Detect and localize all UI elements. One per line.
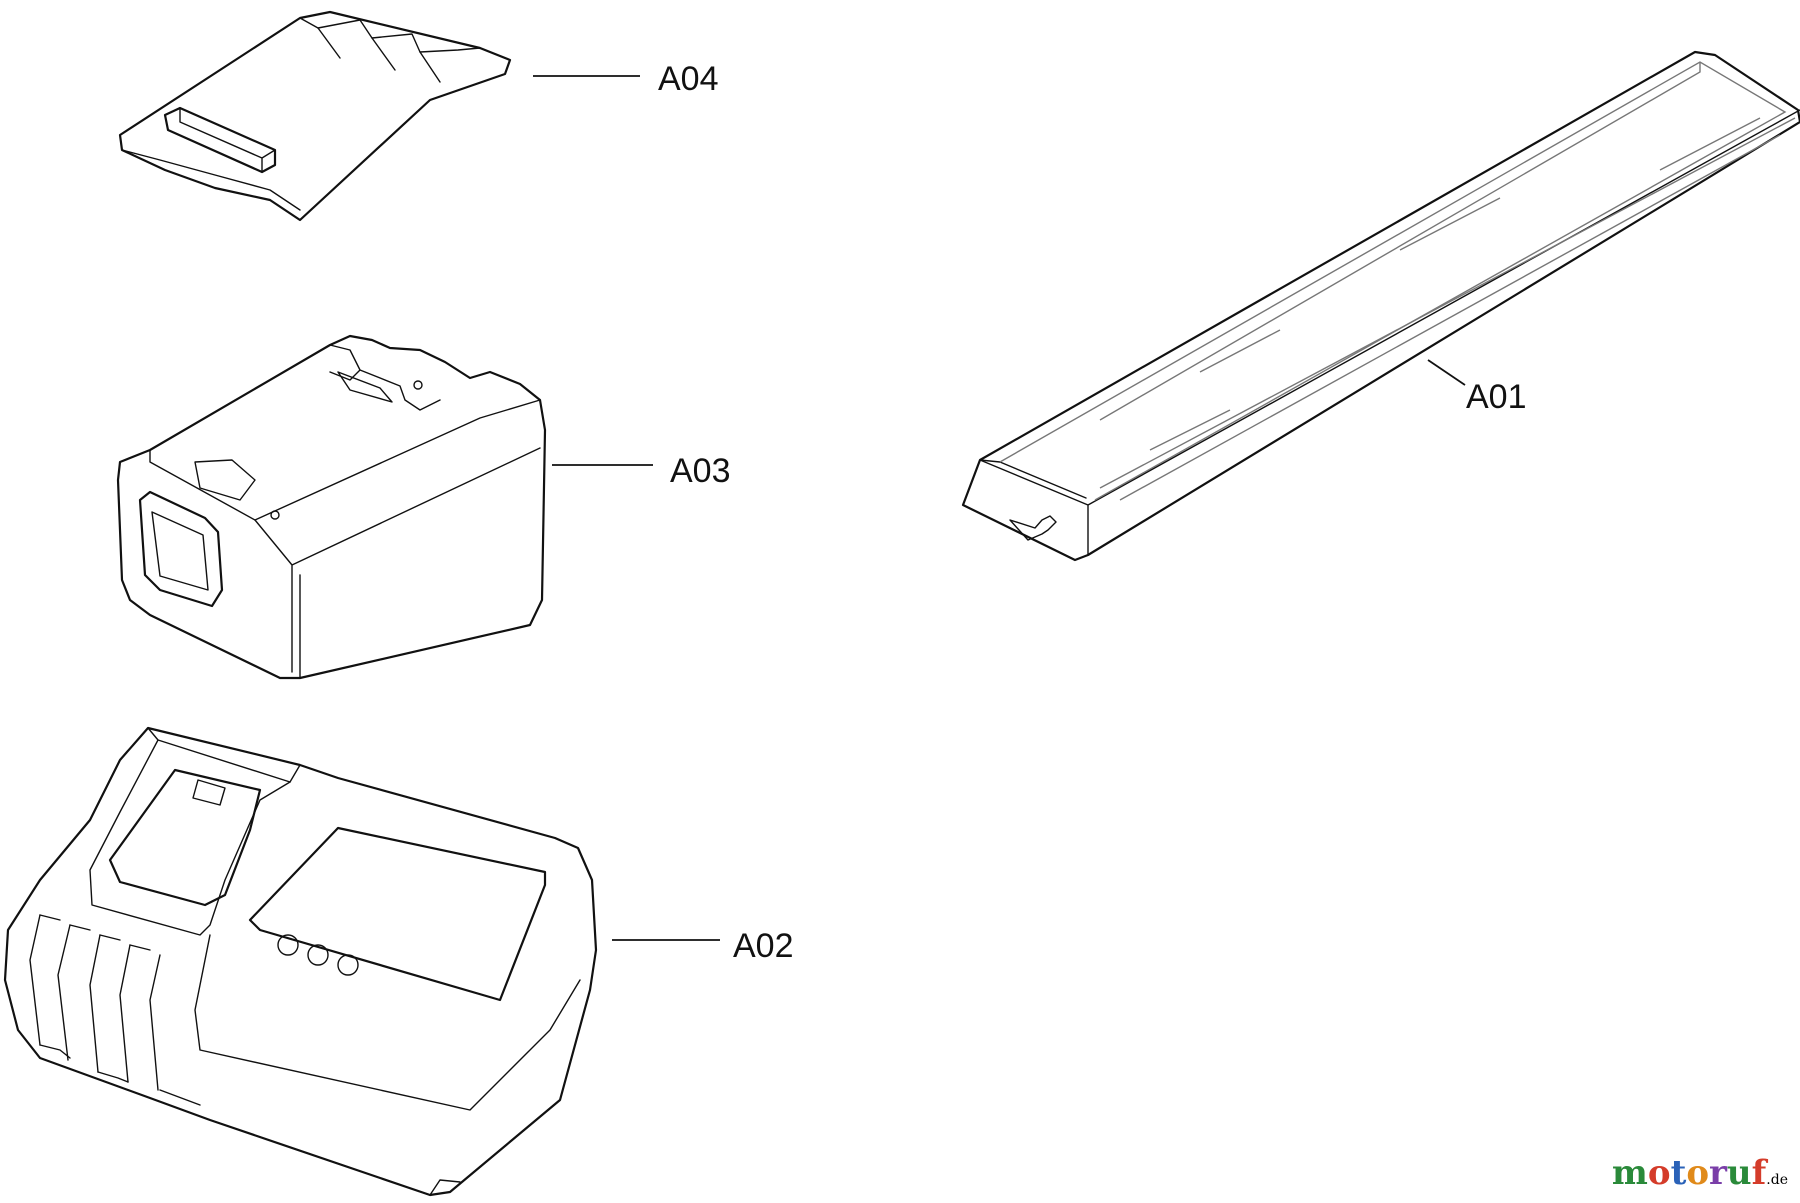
watermark-name: motoruf bbox=[1612, 1153, 1766, 1193]
watermark-letter: t bbox=[1670, 1153, 1687, 1193]
part-a01-rail bbox=[961, 50, 1800, 562]
leader-a01 bbox=[1427, 359, 1466, 386]
watermark-letter: o bbox=[1647, 1153, 1671, 1193]
watermark-letter: u bbox=[1726, 1153, 1752, 1193]
watermark-letter: r bbox=[1709, 1153, 1727, 1193]
callout-a01: A01 bbox=[1466, 378, 1527, 416]
watermark-letter: f bbox=[1751, 1153, 1767, 1193]
watermark-letter: o bbox=[1686, 1153, 1709, 1193]
part-a02-charger bbox=[3, 726, 598, 1197]
watermark-suffix: .de bbox=[1766, 1172, 1788, 1188]
watermark-logo: motoruf.de bbox=[1612, 1153, 1788, 1193]
callout-a02: A02 bbox=[733, 927, 794, 965]
callout-a04: A04 bbox=[658, 60, 719, 98]
part-a03-battery bbox=[116, 334, 547, 680]
watermark-letter: m bbox=[1611, 1153, 1648, 1193]
part-a04-cover bbox=[118, 10, 512, 222]
callout-a03: A03 bbox=[670, 452, 731, 490]
